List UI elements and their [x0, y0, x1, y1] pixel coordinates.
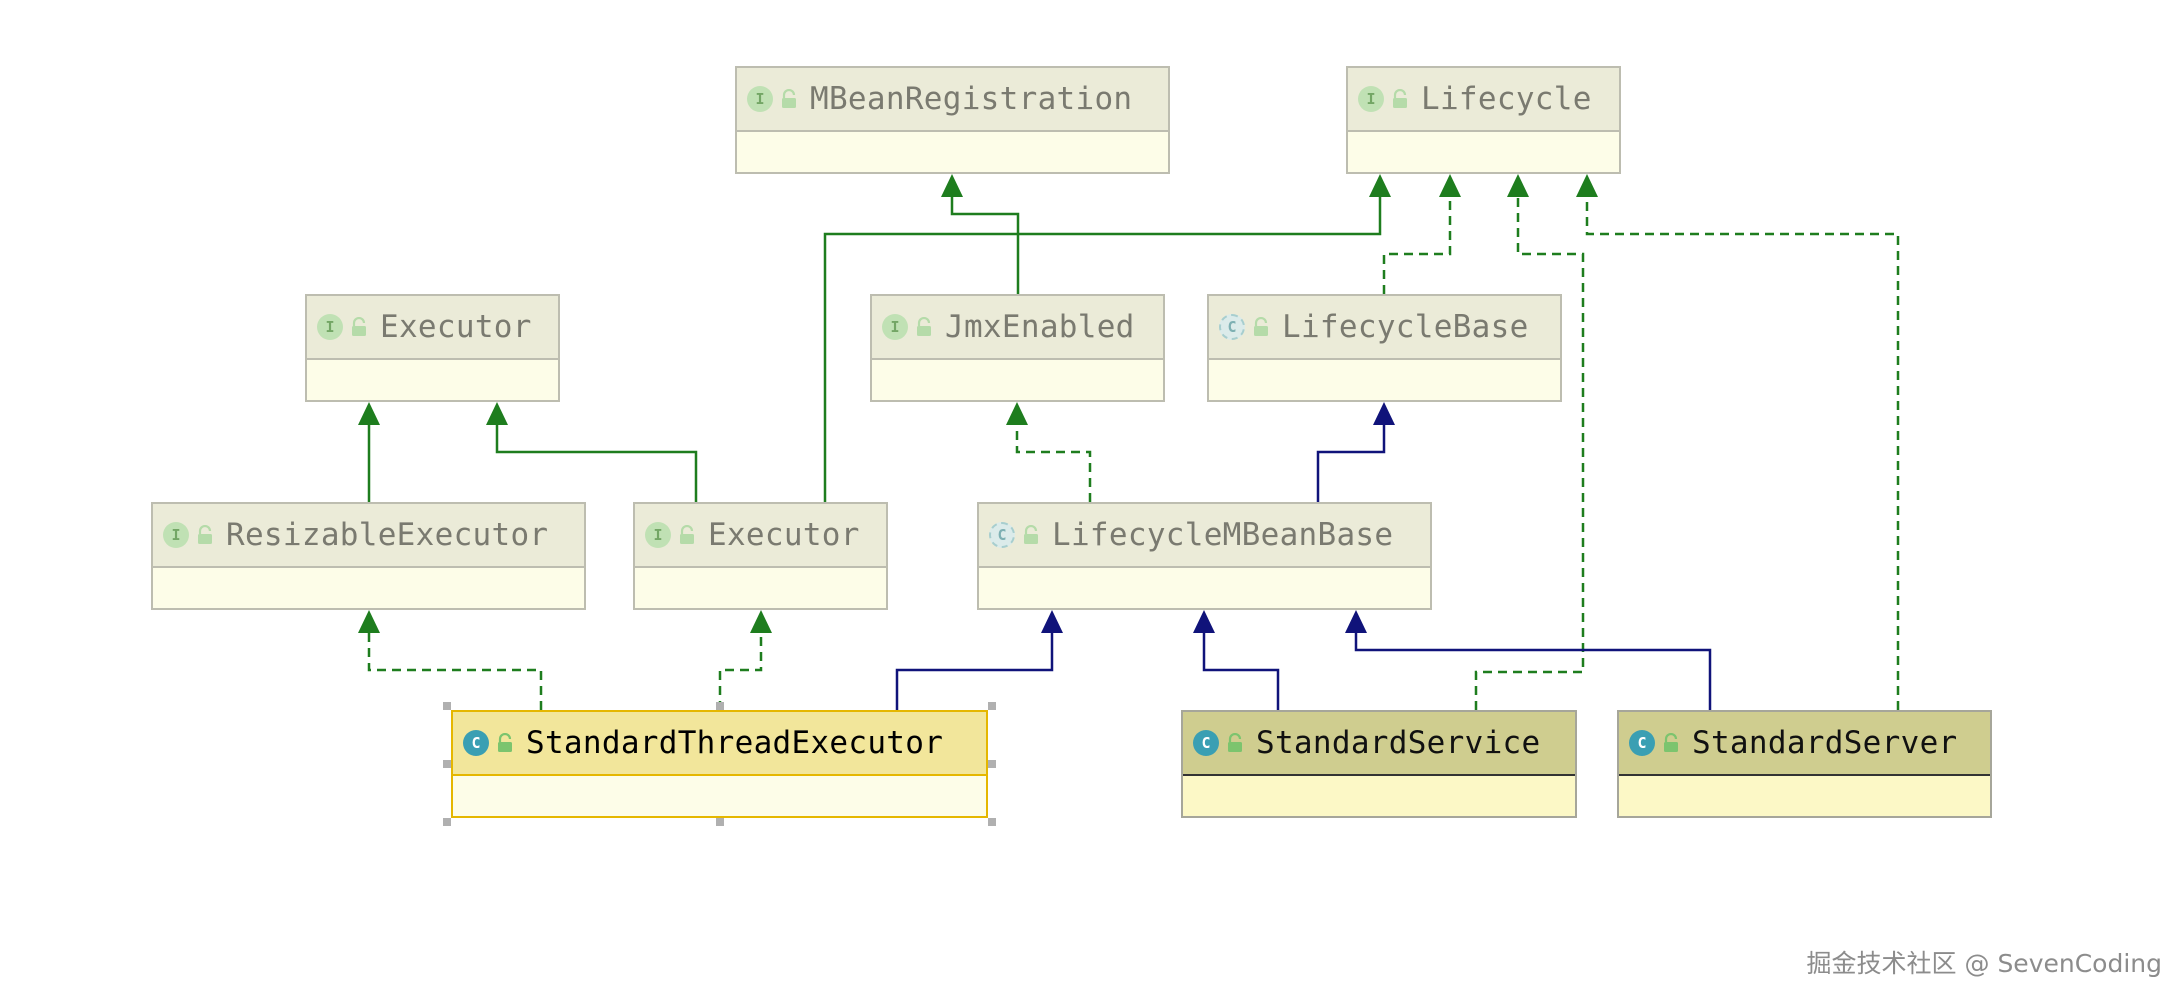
- public-visibility-icon: [678, 525, 696, 545]
- class-node-lifecyclembeanbase[interactable]: C LifecycleMBeanBase: [977, 502, 1432, 610]
- class-node-executor_top[interactable]: I Executor: [305, 294, 560, 402]
- class-node-executor[interactable]: I Executor: [633, 502, 888, 610]
- interface-type-icon: I: [317, 314, 343, 340]
- class-type-icon: C: [1193, 730, 1219, 756]
- public-visibility-icon: [196, 525, 214, 545]
- class-node-members: [1619, 776, 1990, 880]
- class-node-members: [307, 360, 558, 464]
- public-visibility-icon: [780, 89, 798, 109]
- interface-type-icon: I: [1358, 86, 1384, 112]
- class-name: LifecycleMBeanBase: [1052, 517, 1394, 553]
- class-node-members: [635, 568, 886, 672]
- class-name: LifecycleBase: [1282, 309, 1529, 345]
- public-visibility-icon: [1226, 733, 1244, 753]
- class-node-lifecycle[interactable]: I Lifecycle: [1346, 66, 1621, 174]
- class-node-header: C StandardServer: [1619, 712, 1990, 776]
- class-node-header: I MBeanRegistration: [737, 68, 1168, 132]
- class-name: ResizableExecutor: [226, 517, 549, 553]
- selection-handle[interactable]: [715, 818, 724, 826]
- class-node-standardthreadexecutor[interactable]: C StandardThreadExecutor: [451, 710, 988, 818]
- interface-type-icon: I: [163, 522, 189, 548]
- class-name: MBeanRegistration: [810, 81, 1133, 117]
- class-node-lifecyclebase[interactable]: C LifecycleBase: [1207, 294, 1562, 402]
- class-type-icon: C: [1629, 730, 1655, 756]
- class-node-members: [737, 132, 1168, 236]
- class-node-header: C LifecycleMBeanBase: [979, 504, 1430, 568]
- class-node-jmxenabled[interactable]: I JmxEnabled: [870, 294, 1165, 402]
- class-name: StandardThreadExecutor: [526, 725, 944, 761]
- public-visibility-icon: [350, 317, 368, 337]
- class-node-header: C StandardThreadExecutor: [453, 712, 986, 776]
- class-node-members: [1183, 776, 1575, 880]
- class-node-members: [979, 568, 1430, 672]
- public-visibility-icon: [1022, 525, 1040, 545]
- class-node-mbeanregistration[interactable]: I MBeanRegistration: [735, 66, 1170, 174]
- class-name: StandardServer: [1692, 725, 1958, 761]
- class-node-header: C LifecycleBase: [1209, 296, 1560, 360]
- class-node-members: [1348, 132, 1619, 236]
- class-node-header: I Executor: [307, 296, 558, 360]
- class-node-standardserver[interactable]: C StandardServer: [1617, 710, 1992, 818]
- selection-handle[interactable]: [988, 818, 996, 826]
- public-visibility-icon: [1662, 733, 1680, 753]
- abstract-type-icon: C: [989, 522, 1015, 548]
- class-node-header: I ResizableExecutor: [153, 504, 584, 568]
- class-node-resizableexecutor[interactable]: I ResizableExecutor: [151, 502, 586, 610]
- class-node-header: C StandardService: [1183, 712, 1575, 776]
- class-node-standardservice[interactable]: C StandardService: [1181, 710, 1577, 818]
- interface-type-icon: I: [645, 522, 671, 548]
- selection-handle[interactable]: [443, 818, 451, 826]
- class-node-header: I JmxEnabled: [872, 296, 1163, 360]
- class-node-members: [872, 360, 1163, 464]
- interface-type-icon: I: [882, 314, 908, 340]
- class-node-members: [1209, 360, 1560, 464]
- public-visibility-icon: [1252, 317, 1270, 337]
- class-node-members: [453, 776, 986, 880]
- interface-type-icon: I: [747, 86, 773, 112]
- class-node-members: [153, 568, 584, 672]
- abstract-type-icon: C: [1219, 314, 1245, 340]
- public-visibility-icon: [1391, 89, 1409, 109]
- class-node-header: I Lifecycle: [1348, 68, 1619, 132]
- class-name: Executor: [708, 517, 860, 553]
- edge-implements: [1585, 196, 1900, 710]
- selection-handle[interactable]: [988, 702, 996, 710]
- selection-handle[interactable]: [443, 760, 451, 768]
- class-node-header: I Executor: [635, 504, 886, 568]
- class-name: Executor: [380, 309, 532, 345]
- watermark: 掘金技术社区 @ SevenCoding: [1806, 949, 2162, 978]
- class-name: StandardService: [1256, 725, 1541, 761]
- selection-handle[interactable]: [443, 702, 451, 710]
- class-type-icon: C: [463, 730, 489, 756]
- class-name: Lifecycle: [1421, 81, 1592, 117]
- public-visibility-icon: [915, 317, 933, 337]
- selection-handle[interactable]: [715, 702, 724, 710]
- class-name: JmxEnabled: [945, 309, 1135, 345]
- public-visibility-icon: [496, 733, 514, 753]
- selection-handle[interactable]: [988, 760, 996, 768]
